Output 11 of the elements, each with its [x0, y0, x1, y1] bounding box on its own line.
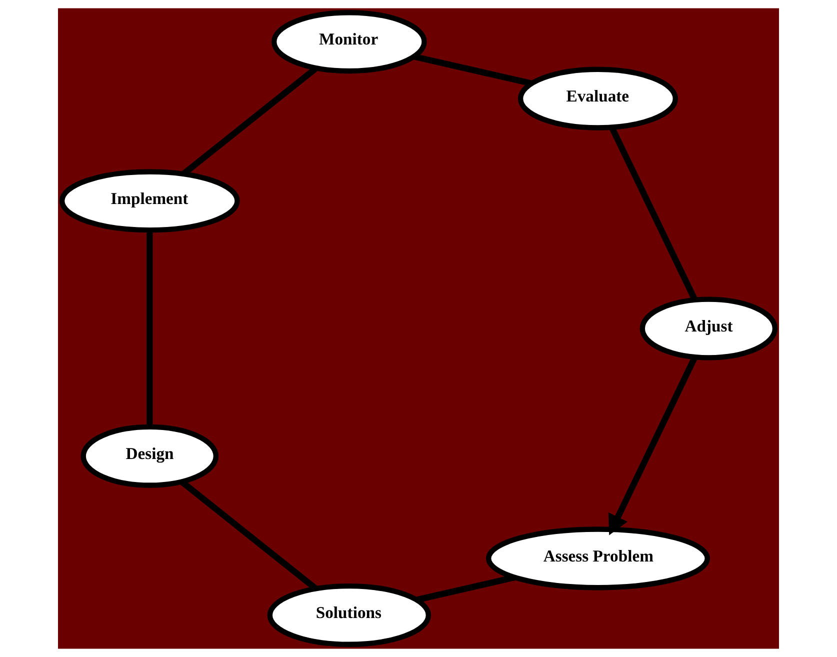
node-ellipse: Solutions	[267, 583, 432, 647]
node-ellipse: Design	[80, 424, 219, 488]
connector	[414, 54, 532, 86]
node-ellipse: Implement	[59, 169, 240, 233]
node-ellipse: Assess Problem	[486, 526, 710, 590]
node-ellipse: Evaluate	[518, 66, 678, 130]
arrow	[608, 356, 698, 536]
node-ellipse: Monitor	[271, 10, 427, 74]
connector	[416, 574, 516, 603]
connector	[146, 230, 153, 426]
node-ellipse: Adjust	[640, 296, 778, 360]
